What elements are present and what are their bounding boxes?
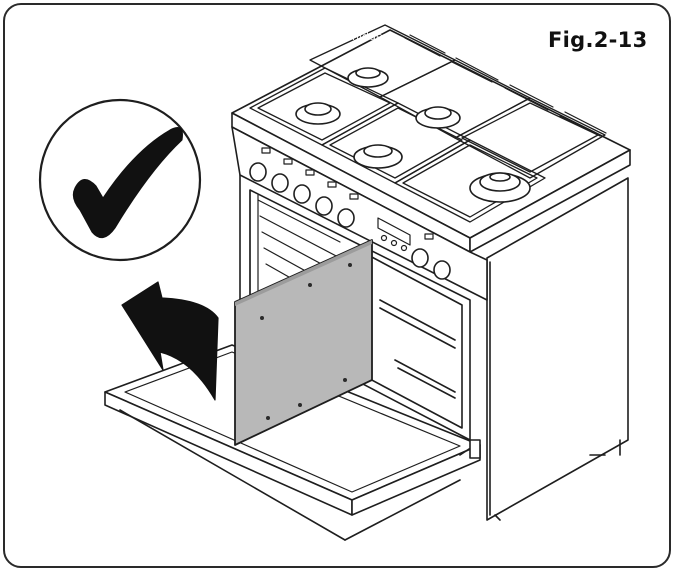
vent-slots (404, 34, 615, 143)
overlay-text: ovenidden (332, 30, 390, 43)
side-panel-grey (234, 239, 373, 446)
panel-screw-holes (260, 263, 352, 420)
control-knobs (249, 162, 451, 280)
indicator-lights (261, 147, 434, 240)
oven-door-open (104, 344, 481, 541)
checkmark-badge (38, 98, 202, 262)
burners (295, 67, 531, 203)
figure-label: Fig.2-13 (548, 28, 648, 52)
cabinet-side (486, 177, 629, 521)
clock-display (377, 217, 411, 252)
control-panel (231, 126, 488, 321)
hob-top (231, 24, 631, 253)
rotate-arrow-icon (121, 281, 219, 401)
checkmark-icon (72, 127, 183, 239)
